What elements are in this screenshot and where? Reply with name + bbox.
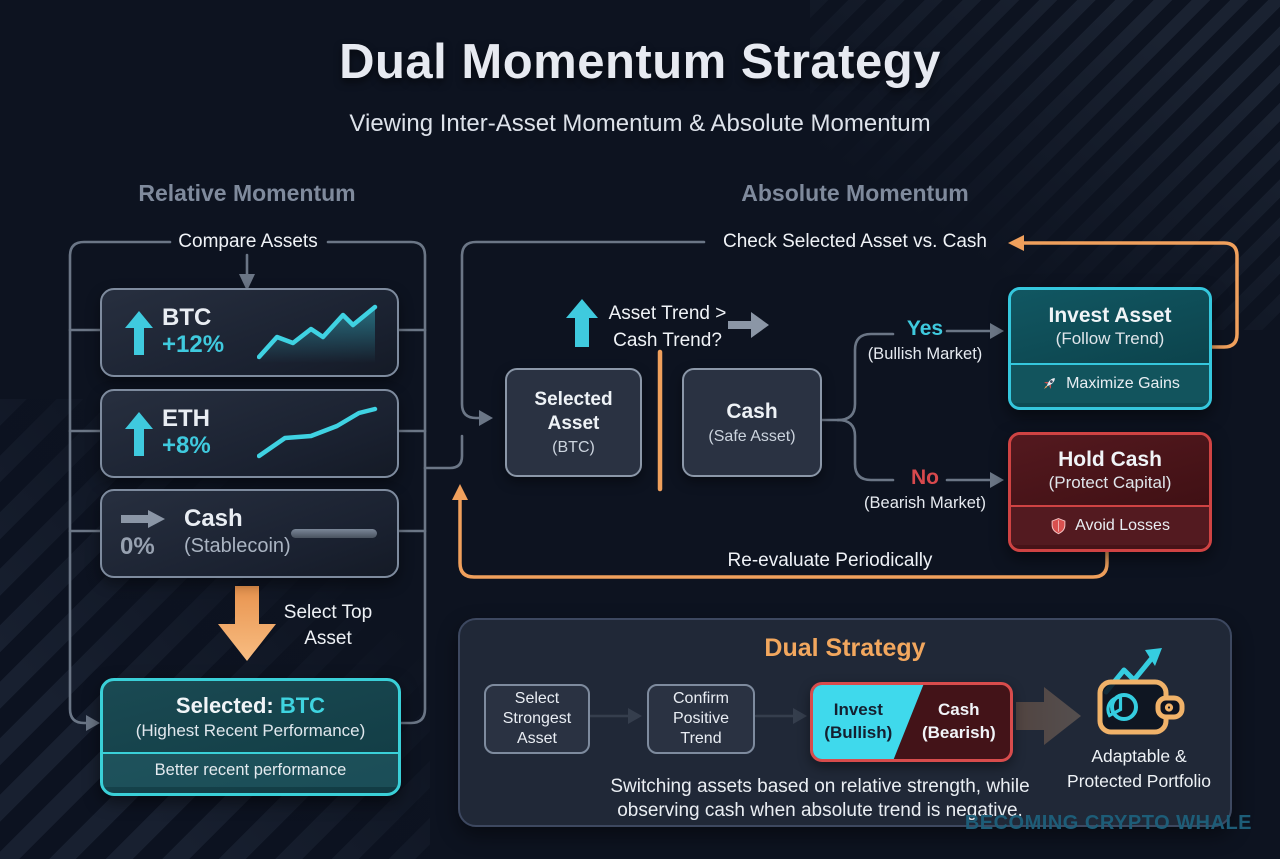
flat-trend-bar-icon <box>290 529 377 538</box>
no-branch-label: No (Bearish Market) <box>864 466 986 512</box>
asset-change: +8% <box>162 432 211 460</box>
invest-asset-box: Invest Asset (Follow Trend) Maximize Gai… <box>1008 287 1212 410</box>
dual-strategy-panel: Dual Strategy Select Strongest Asset Con… <box>458 618 1232 827</box>
compare-assets-label: Compare Assets <box>178 231 318 252</box>
selected-footer: Better recent performance <box>103 752 398 787</box>
question-up-arrow-icon <box>566 299 598 347</box>
dual-strategy-title: Dual Strategy <box>764 634 926 662</box>
btc-sparkline-icon <box>257 303 379 363</box>
asset-change: 0% <box>120 532 155 560</box>
asset-subtitle: (Stablecoin) <box>184 535 291 558</box>
invest-cash-split-box: Invest(Bullish) Cash(Bearish) <box>810 682 1013 762</box>
split-bullish-label: Invest(Bullish) <box>824 700 893 742</box>
rocket-icon <box>1040 375 1058 393</box>
asset-name: ETH <box>162 404 210 432</box>
asset-card-cash: Cash 0% (Stablecoin) <box>100 489 399 578</box>
asset-change: +12% <box>162 331 225 359</box>
watermark-text: BECOMING CRYPTO WHALE <box>964 812 1252 834</box>
yes-branch-label: Yes (Bullish Market) <box>867 317 983 363</box>
step-confirm-positive-trend: Confirm Positive Trend <box>647 684 755 754</box>
right-arrow-icon <box>120 509 176 529</box>
selected-asset-name: BTC <box>279 692 326 718</box>
up-arrow-icon <box>116 411 162 457</box>
relative-momentum-header: Relative Momentum <box>138 180 356 206</box>
portfolio-outcome-label: Adaptable & Protected Portfolio <box>1067 746 1211 791</box>
step-select-strongest-asset: Select Strongest Asset <box>484 684 590 754</box>
cash-box: Cash (Safe Asset) <box>682 368 822 477</box>
asset-card-btc: BTC +12% <box>100 288 399 377</box>
select-top-asset-label: Select Top Asset <box>283 602 373 649</box>
selected-asset-result-box: Selected: BTC (Highest Recent Performanc… <box>100 678 401 796</box>
page-title: Dual Momentum Strategy <box>339 35 941 89</box>
selected-asset-box: Selected Asset (BTC) <box>505 368 642 477</box>
check-asset-vs-cash-label: Check Selected Asset vs. Cash <box>722 231 987 252</box>
reevaluate-label: Re-evaluate Periodically <box>727 550 933 571</box>
eth-sparkline-icon <box>257 404 379 464</box>
asset-name: BTC <box>162 303 212 331</box>
dual-strategy-caption: Switching assets based on relative stren… <box>610 776 1030 821</box>
asset-name: Cash <box>184 505 243 533</box>
hold-cash-box: Hold Cash (Protect Capital) Avoid Losses <box>1008 432 1212 552</box>
trend-question-label: Asset Trend > Cash Trend? <box>608 303 727 351</box>
up-arrow-icon <box>116 310 162 356</box>
asset-card-eth: ETH +8% <box>100 389 399 478</box>
page-subtitle: Viewing Inter-Asset Momentum & Absolute … <box>349 110 931 137</box>
selected-subtitle: (Highest Recent Performance) <box>135 720 366 740</box>
wallet-chart-icon <box>1097 648 1185 735</box>
selected-title: Selected: BTC <box>175 692 326 718</box>
absolute-momentum-header: Absolute Momentum <box>741 180 969 206</box>
split-bearish-label: Cash(Bearish) <box>921 700 996 742</box>
shield-icon <box>1050 517 1067 535</box>
